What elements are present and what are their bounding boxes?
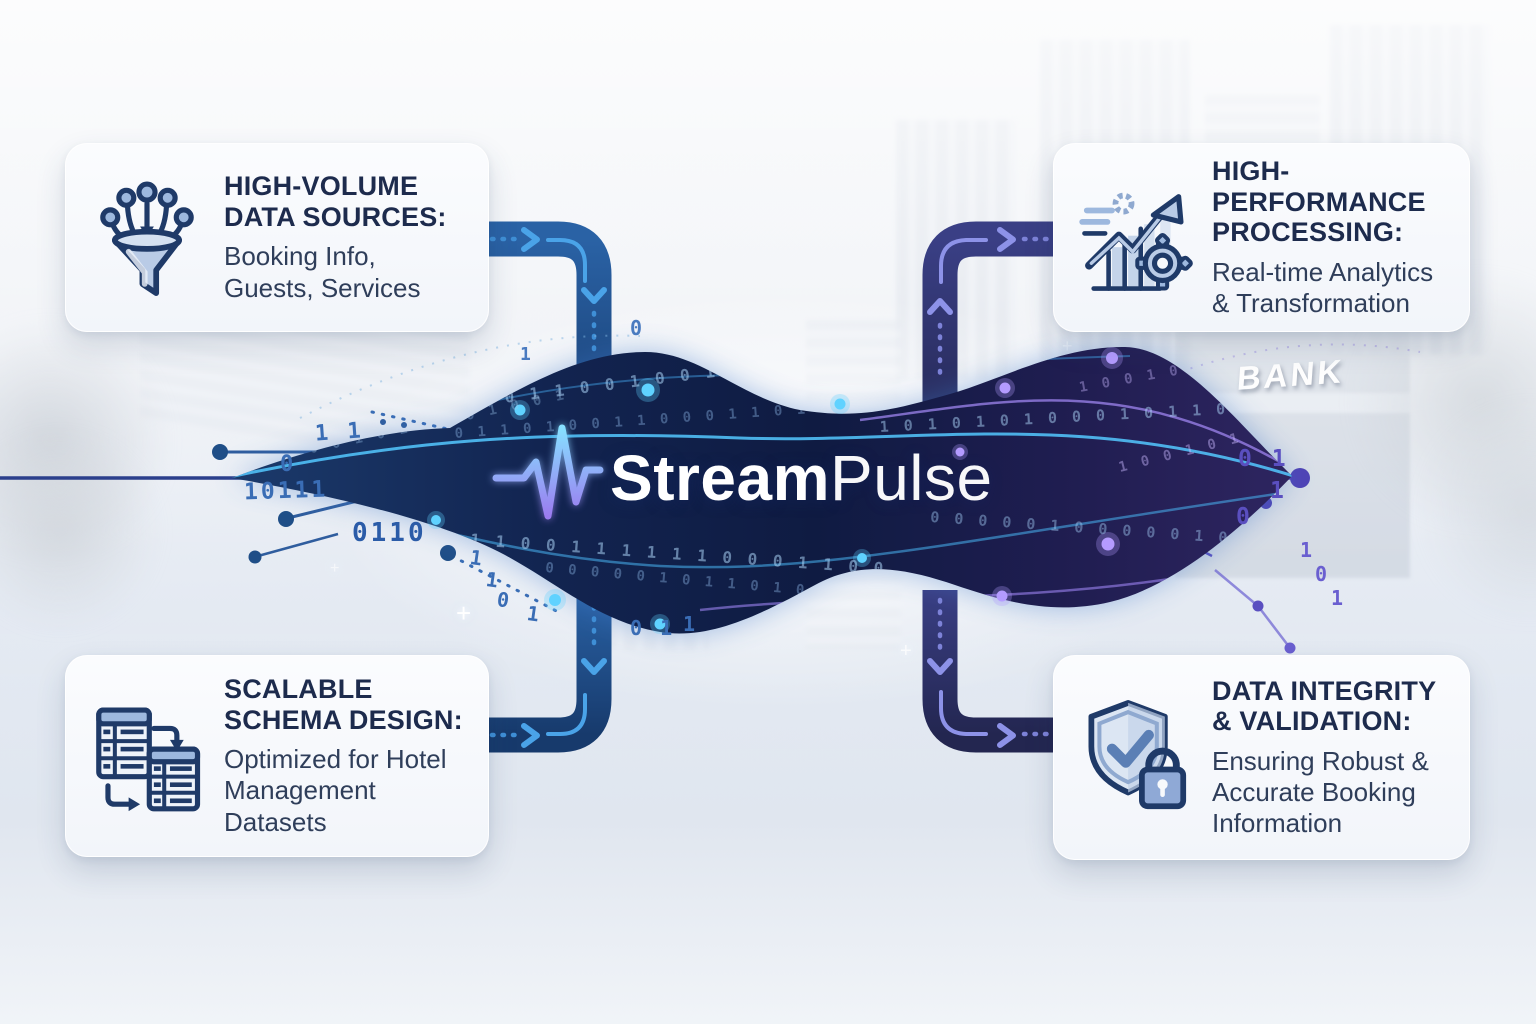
pipe-top-left xyxy=(487,221,612,455)
card-body: Ensuring Robust & Accurate Booking Infor… xyxy=(1212,745,1429,839)
card-body: Booking Info, Guests, Services xyxy=(224,241,421,303)
card-title: HIGH-PERFORMANCE PROCESSING: xyxy=(1212,156,1426,248)
card-title: DATA INTEGRITY & VALIDATION: xyxy=(1212,675,1436,737)
sparkle: + xyxy=(1062,336,1073,356)
card-high-performance-processing: HIGH-PERFORMANCE PROCESSING: Real-time A… xyxy=(1053,143,1470,332)
logo-text-pulse: Pulse xyxy=(830,442,993,514)
growth-chart-gear-icon xyxy=(1074,176,1196,300)
sparkle: + xyxy=(330,560,340,577)
arrow-right-icon xyxy=(521,227,540,252)
arrow-right-icon xyxy=(521,723,540,748)
card-body: Real-time Analytics & Transformation xyxy=(1212,256,1434,318)
arrow-down-icon xyxy=(581,658,607,675)
card-title: HIGH-VOLUME DATA SOURCES: xyxy=(224,171,447,232)
card-high-volume-data-sources: HIGH-VOLUME DATA SOURCES: Booking Info, … xyxy=(65,143,489,332)
pipe-bottom-left xyxy=(487,590,612,753)
pipe-top-right xyxy=(922,221,1053,455)
schema-tables-icon xyxy=(86,694,208,818)
card-scalable-schema-design: SCALABLE SCHEMA DESIGN: Optimized for Ho… xyxy=(65,655,489,857)
sparkle: + xyxy=(900,640,912,662)
pulse-waveform-icon xyxy=(492,424,604,520)
arrow-down-icon xyxy=(927,658,953,675)
wave-nodes xyxy=(427,347,1123,634)
pipe-bottom-right xyxy=(922,590,1053,753)
card-title: SCALABLE SCHEMA DESIGN: xyxy=(224,674,463,735)
card-data-integrity-validation: DATA INTEGRITY & VALIDATION: Ensuring Ro… xyxy=(1053,655,1470,860)
arrow-right-icon xyxy=(997,723,1016,748)
sparkle: + xyxy=(456,598,472,628)
arrow-down-icon xyxy=(581,287,607,304)
funnel-icon xyxy=(86,176,208,300)
arrow-up-icon xyxy=(927,298,953,315)
arrow-right-icon xyxy=(997,227,1016,252)
wave-body xyxy=(232,346,1292,634)
logo-text-stream: Stream xyxy=(610,442,830,514)
shield-check-lock-icon xyxy=(1074,696,1196,820)
streampulse-logo: Stream Pulse xyxy=(498,426,1058,530)
card-body: Optimized for Hotel Management Datasets xyxy=(224,744,447,837)
